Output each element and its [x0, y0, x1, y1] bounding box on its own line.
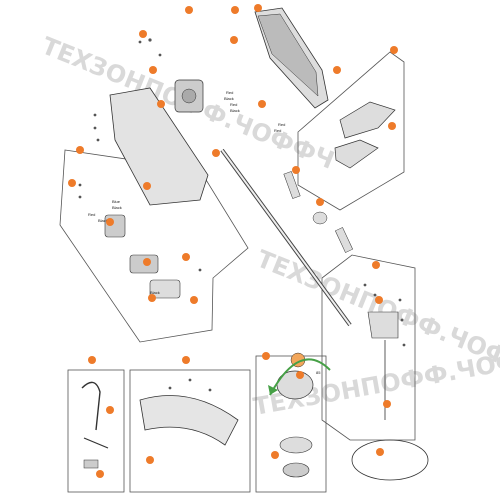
callout-marker: [383, 400, 391, 408]
grass-guard: [139, 395, 239, 446]
callout-marker: [296, 371, 304, 379]
callout-marker: [190, 296, 198, 304]
callout-marker: [76, 146, 84, 154]
wire-label: Black: [150, 290, 160, 295]
callout-marker: [149, 66, 157, 74]
strap-and-tools: [81, 381, 109, 469]
callout-marker: [316, 198, 324, 206]
wire-label: Black: [224, 96, 234, 101]
callout-marker: [230, 36, 238, 44]
callout-marker: [333, 66, 341, 74]
spool-group-label: 85: [316, 370, 321, 375]
callout-marker: [212, 149, 220, 157]
frame-motor-assembly: [59, 149, 249, 343]
callout-marker: [231, 6, 239, 14]
cutting-head: [351, 311, 429, 481]
callout-marker: [182, 356, 190, 364]
motor-armature: [104, 214, 181, 299]
callout-marker: [146, 456, 154, 464]
callout-marker: [376, 448, 384, 456]
frame-head-assembly: [321, 254, 416, 441]
upper-handle-housing: [254, 7, 329, 109]
front-handle: [334, 101, 396, 169]
callout-marker: [185, 6, 193, 14]
callout-marker: [143, 182, 151, 190]
frame-spool: [255, 355, 327, 493]
shaft: [220, 148, 352, 327]
wire-label: Red: [230, 102, 237, 107]
callout-marker: [139, 30, 147, 38]
wire-label: Red: [88, 212, 95, 217]
callout-marker: [375, 296, 383, 304]
wire-label: Red: [278, 122, 285, 127]
callout-marker: [157, 100, 165, 108]
callout-marker: [96, 470, 104, 478]
wire-label: Black: [112, 205, 122, 210]
callout-marker: [106, 218, 114, 226]
frame-handle-assembly: [297, 51, 405, 211]
callout-marker: [262, 352, 270, 360]
wire-label: Red: [274, 128, 281, 133]
callout-marker: [143, 258, 151, 266]
fasteners: [78, 38, 406, 392]
callout-marker: [258, 100, 266, 108]
callout-marker: [68, 179, 76, 187]
frame-guard: [129, 369, 251, 493]
frames: [59, 51, 416, 493]
wire-labels: Red Black Red Black Red Red Blue Black R…: [88, 90, 285, 295]
callout-marker: [372, 261, 380, 269]
spool-assembly: [268, 352, 331, 478]
frame-guard-strap: [67, 369, 125, 493]
wire-label: Black: [230, 108, 240, 113]
wire-label: Red: [226, 90, 233, 95]
callout-marker: [106, 406, 114, 414]
motor-unit: [174, 79, 204, 113]
lower-body-housing: [109, 87, 209, 206]
callout-marker: [88, 356, 96, 364]
callouts: [68, 4, 398, 478]
tube-parts: [283, 171, 354, 253]
callout-marker: [254, 4, 262, 12]
callout-marker: [148, 294, 156, 302]
wire-label: Blue: [112, 199, 121, 204]
callout-marker: [182, 253, 190, 261]
wire-label: Black: [98, 218, 108, 223]
callout-marker: [271, 451, 279, 459]
callout-marker: [390, 46, 398, 54]
callout-marker: [388, 122, 396, 130]
callout-marker: [292, 166, 300, 174]
